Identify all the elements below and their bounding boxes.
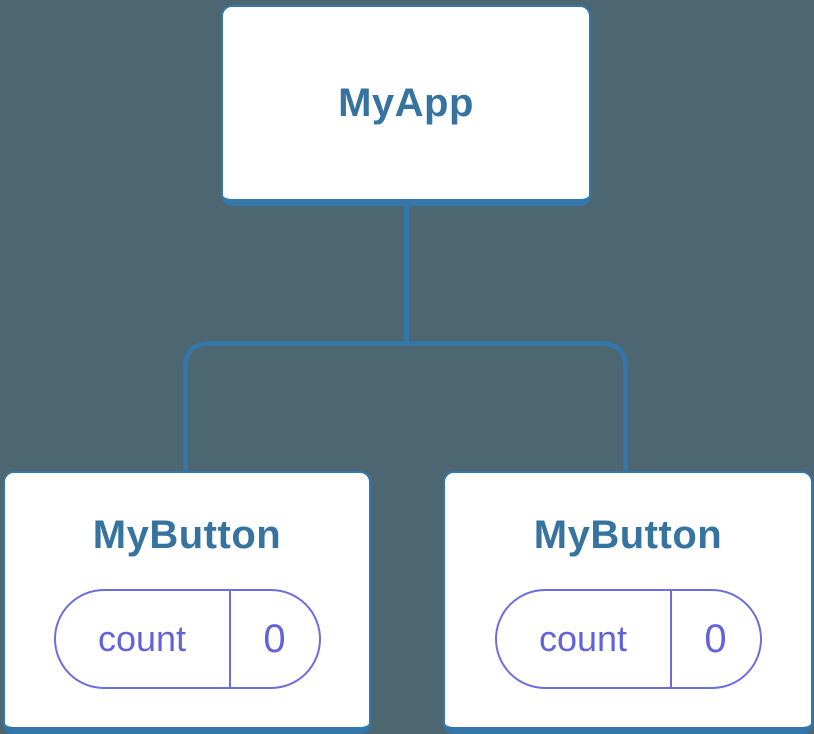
state-value: 0 — [704, 616, 727, 661]
state-key-label: count — [538, 618, 628, 659]
child-component-card-right: MyButton count 0 — [443, 471, 813, 734]
root-component-card: MyApp — [221, 5, 591, 206]
state-pill: count 0 — [494, 589, 762, 689]
state-pill: count 0 — [53, 589, 321, 689]
state-key-label: count — [97, 618, 187, 659]
state-key-cell: count — [497, 591, 672, 687]
child-component-card-left: MyButton count 0 — [3, 471, 371, 734]
state-value: 0 — [263, 616, 286, 661]
child-component-label: MyButton — [92, 513, 282, 557]
root-component-label: MyApp — [338, 81, 474, 125]
child-component-label: MyButton — [533, 513, 723, 557]
state-key-cell: count — [56, 591, 231, 687]
state-value-cell: 0 — [231, 591, 319, 687]
state-value-cell: 0 — [672, 591, 760, 687]
